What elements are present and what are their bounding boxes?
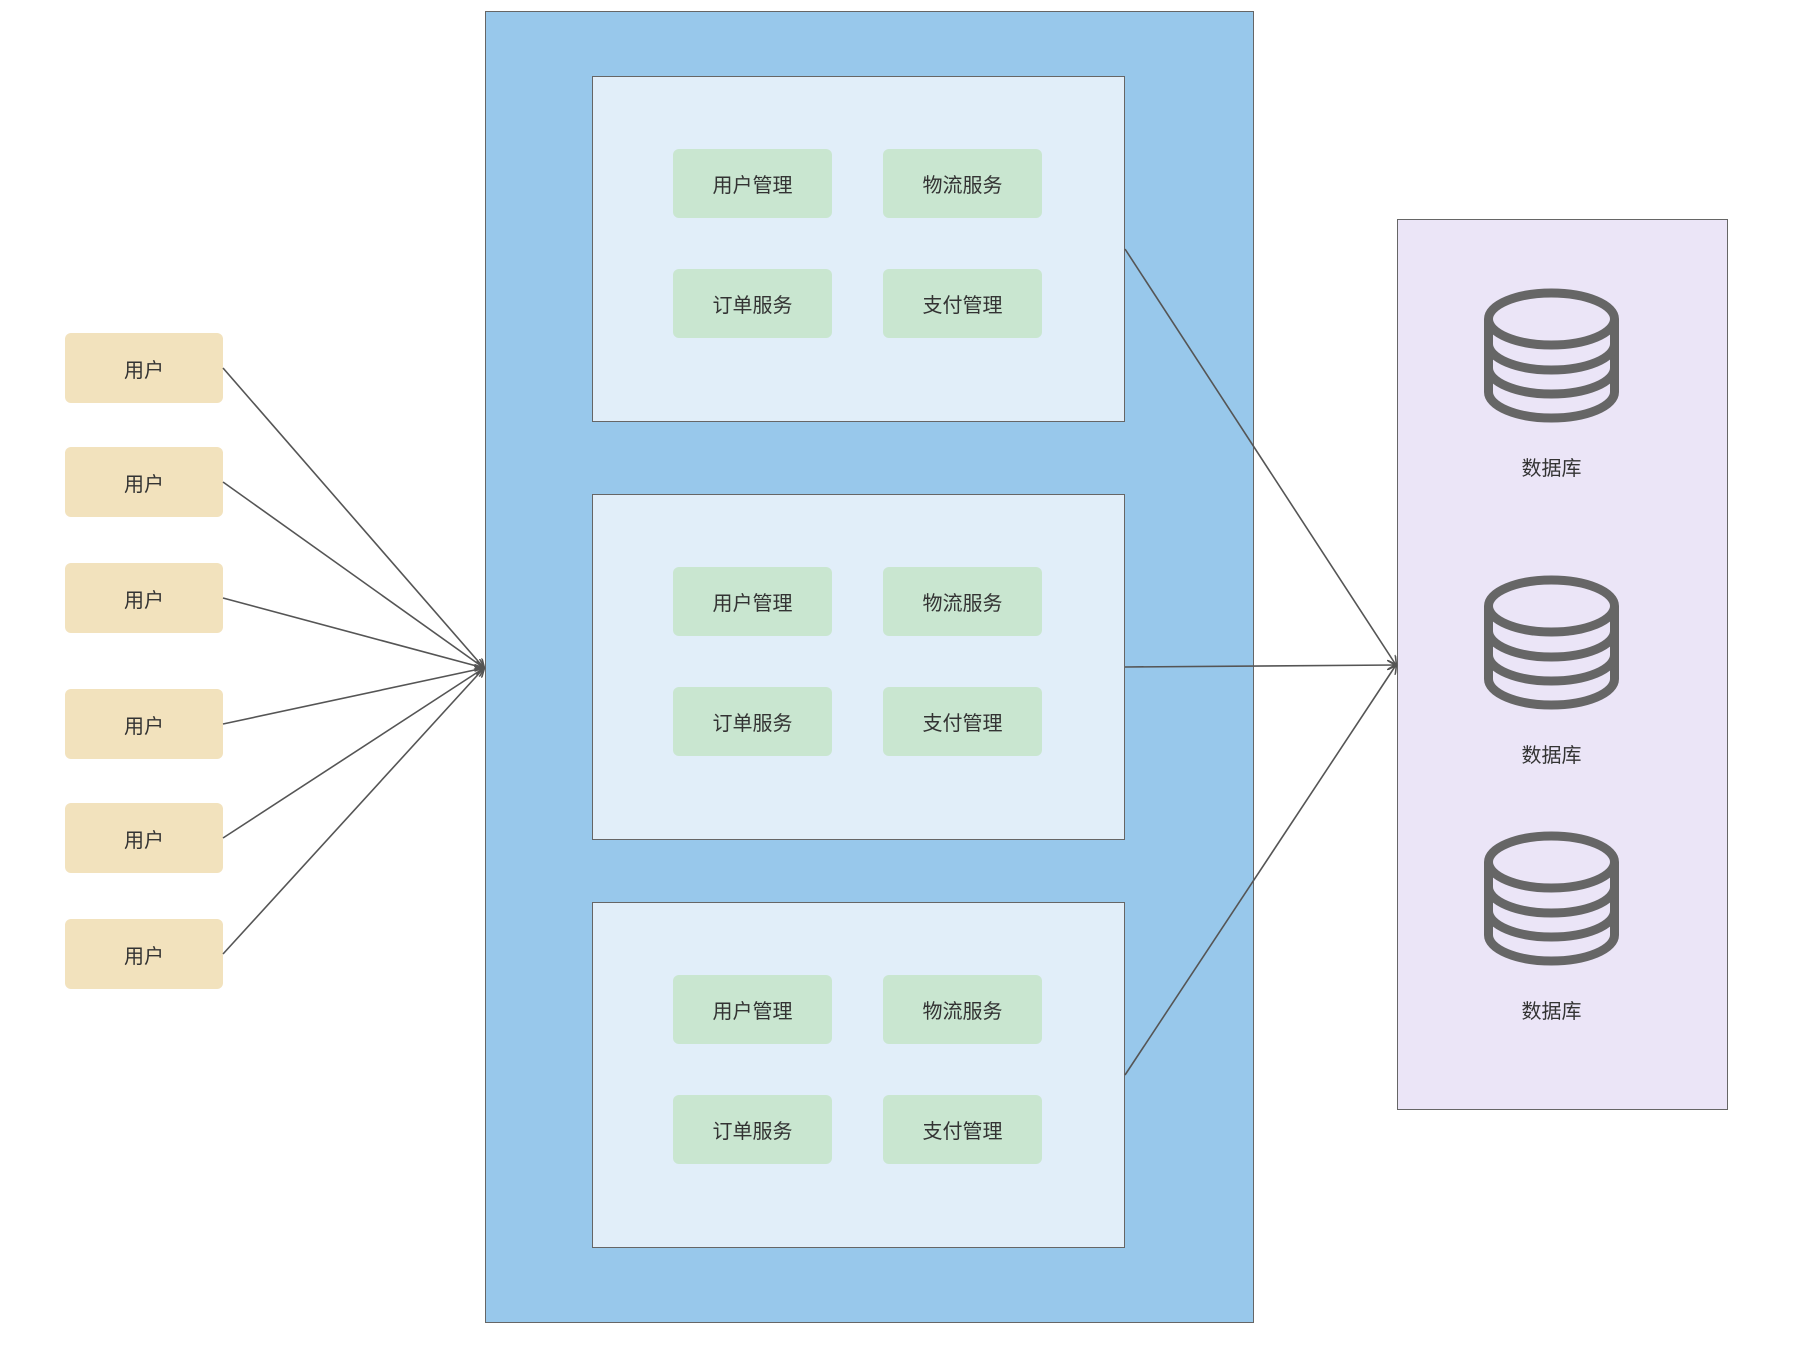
service-instance: 用户管理 物流服务 订单服务 支付管理 xyxy=(592,902,1125,1248)
module-payment-management: 支付管理 xyxy=(883,269,1042,338)
database-node: 数据库 xyxy=(1484,831,1619,1024)
module-payment-management: 支付管理 xyxy=(883,1095,1042,1164)
user-node: 用户 xyxy=(65,447,223,517)
user-node: 用户 xyxy=(65,333,223,403)
user-to-server-connector xyxy=(222,668,484,725)
database-icon xyxy=(1484,288,1619,423)
module-user-management: 用户管理 xyxy=(673,975,832,1044)
user-node: 用户 xyxy=(65,919,223,989)
database-label: 数据库 xyxy=(1521,743,1582,767)
database-node: 数据库 xyxy=(1484,288,1619,481)
user-to-server-connector xyxy=(222,597,484,668)
user-node: 用户 xyxy=(65,563,223,633)
database-label: 数据库 xyxy=(1521,999,1582,1023)
module-user-management: 用户管理 xyxy=(673,149,832,218)
module-order-service: 订单服务 xyxy=(673,269,832,338)
user-to-server-connector xyxy=(222,668,484,955)
module-order-service: 订单服务 xyxy=(673,687,832,756)
database-label: 数据库 xyxy=(1521,456,1582,480)
module-payment-management: 支付管理 xyxy=(883,687,1042,756)
user-node: 用户 xyxy=(65,689,223,759)
database-icon xyxy=(1484,575,1619,710)
database-icon xyxy=(1484,831,1619,966)
database-node: 数据库 xyxy=(1484,575,1619,768)
module-logistics-service: 物流服务 xyxy=(883,567,1042,636)
user-node: 用户 xyxy=(65,803,223,873)
service-instance: 用户管理 物流服务 订单服务 支付管理 xyxy=(592,494,1125,840)
user-to-server-connector xyxy=(222,481,484,668)
module-logistics-service: 物流服务 xyxy=(883,149,1042,218)
module-user-management: 用户管理 xyxy=(673,567,832,636)
module-logistics-service: 物流服务 xyxy=(883,975,1042,1044)
user-to-server-connector xyxy=(222,668,484,839)
service-instance: 用户管理 物流服务 订单服务 支付管理 xyxy=(592,76,1125,422)
module-order-service: 订单服务 xyxy=(673,1095,832,1164)
user-to-server-connector xyxy=(222,367,484,668)
